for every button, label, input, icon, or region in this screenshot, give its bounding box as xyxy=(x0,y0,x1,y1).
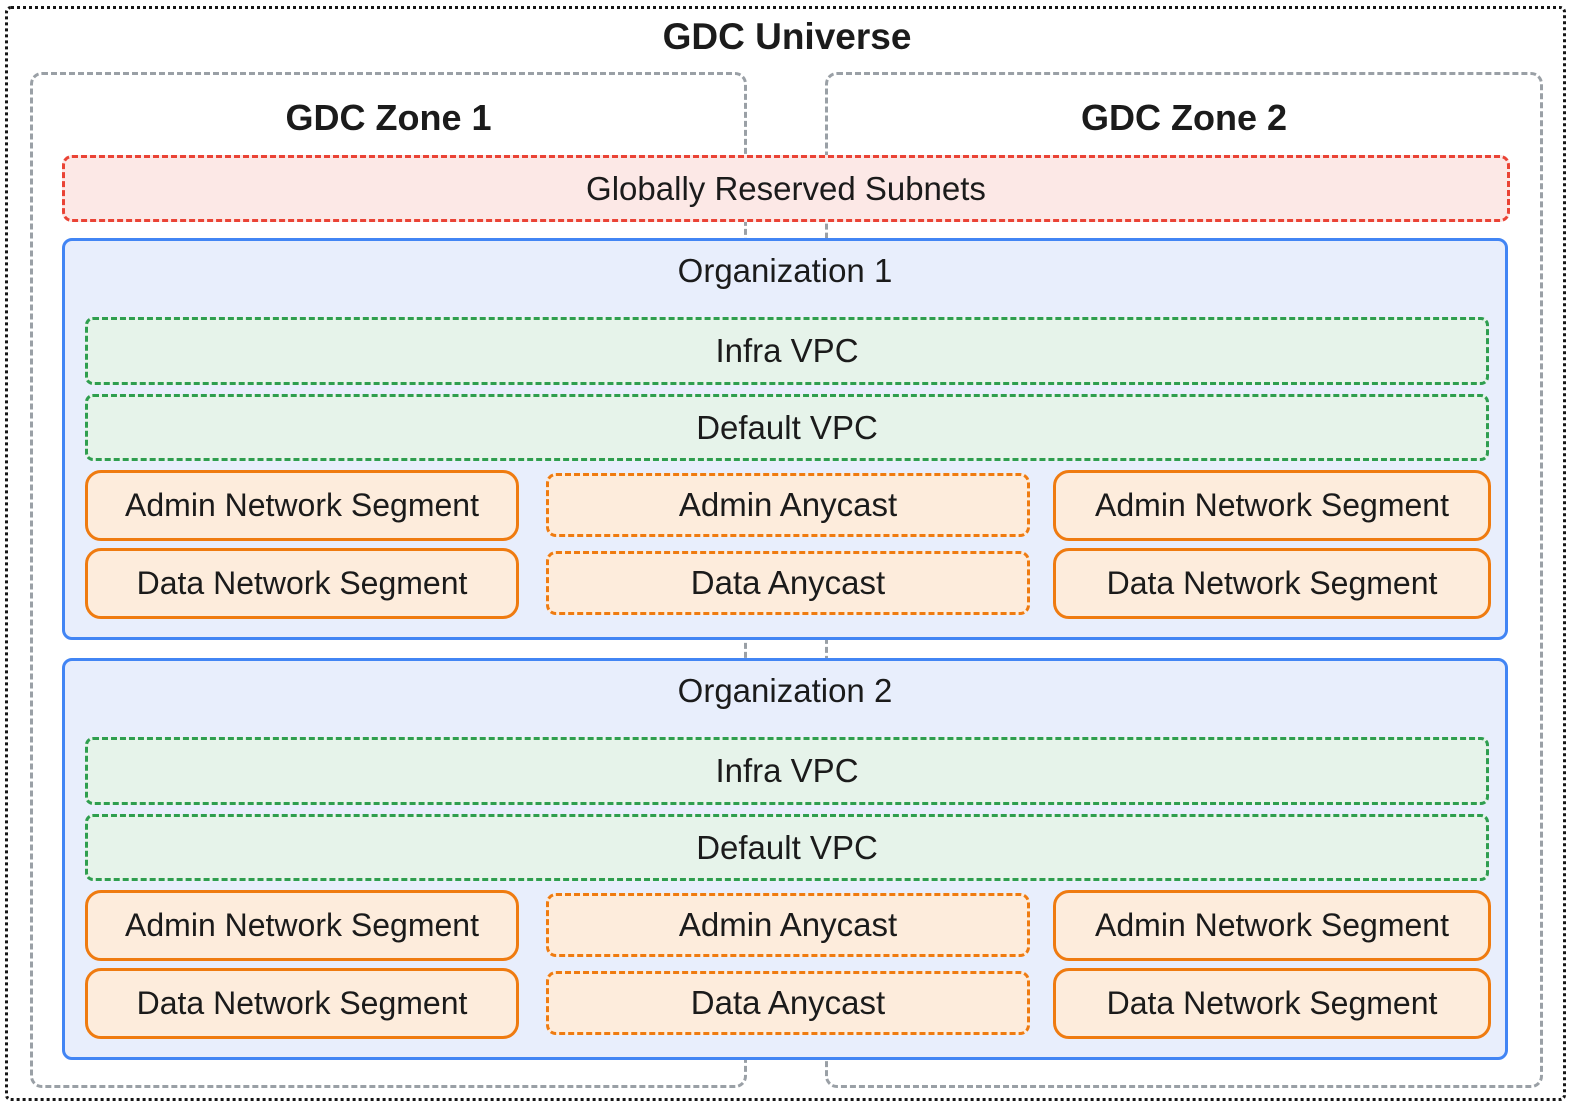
org-1-default-vpc-box: Default VPC xyxy=(85,394,1489,461)
org-2-zone1-admin-network-segment-label: Admin Network Segment xyxy=(125,907,479,943)
org-2-zone1-data-network-segment: Data Network Segment xyxy=(85,968,519,1039)
org-1-infra-vpc-box: Infra VPC xyxy=(85,317,1489,385)
org-1-zone1-data-network-segment: Data Network Segment xyxy=(85,548,519,619)
org-2-infra-vpc-label: Infra VPC xyxy=(715,752,859,789)
org-2-zone1-data-network-segment-label: Data Network Segment xyxy=(136,985,468,1021)
org-1-zone1-admin-network-segment-label: Admin Network Segment xyxy=(125,487,479,523)
org-1-admin-anycast-box: Admin Anycast xyxy=(546,473,1030,537)
org-1-data-anycast-label: Data Anycast xyxy=(690,564,886,601)
gdc-zone-1-title: GDC Zone 1 xyxy=(285,97,492,138)
org-2-admin-anycast-box: Admin Anycast xyxy=(546,893,1030,957)
org-2-data-anycast-box: Data Anycast xyxy=(546,971,1030,1035)
org-2-default-vpc-box: Default VPC xyxy=(85,814,1489,881)
org-2-zone2-data-network-segment: Data Network Segment xyxy=(1053,968,1491,1039)
org-2-zone2-data-network-segment-label: Data Network Segment xyxy=(1106,985,1438,1021)
organization-2-title: Organization 2 xyxy=(677,672,893,709)
org-2-admin-anycast-label: Admin Anycast xyxy=(678,906,898,943)
org-1-zone2-data-network-segment-label: Data Network Segment xyxy=(1106,565,1438,601)
org-1-zone2-admin-network-segment: Admin Network Segment xyxy=(1053,470,1491,541)
org-2-default-vpc-label: Default VPC xyxy=(696,828,878,866)
organization-1-title: Organization 1 xyxy=(677,252,893,289)
org-2-zone2-admin-network-segment-label: Admin Network Segment xyxy=(1095,907,1449,943)
organization-2-box: Organization 2 Infra VPC Default VPC Adm… xyxy=(62,658,1508,1060)
globally-reserved-subnets-box: Globally Reserved Subnets xyxy=(62,155,1510,222)
globally-reserved-subnets-label: Globally Reserved Subnets xyxy=(586,169,986,207)
org-2-zone1-admin-network-segment: Admin Network Segment xyxy=(85,890,519,961)
org-1-zone2-data-network-segment: Data Network Segment xyxy=(1053,548,1491,619)
org-2-infra-vpc-box: Infra VPC xyxy=(85,737,1489,805)
organization-1-box: Organization 1 Infra VPC Default VPC Adm… xyxy=(62,238,1508,640)
org-1-data-anycast-box: Data Anycast xyxy=(546,551,1030,615)
org-2-zone2-admin-network-segment: Admin Network Segment xyxy=(1053,890,1491,961)
gdc-universe-title: GDC Universe xyxy=(662,16,912,57)
org-1-default-vpc-label: Default VPC xyxy=(696,408,878,446)
org-2-data-anycast-label: Data Anycast xyxy=(690,984,886,1021)
org-1-zone2-admin-network-segment-label: Admin Network Segment xyxy=(1095,487,1449,523)
org-1-infra-vpc-label: Infra VPC xyxy=(715,332,859,369)
gdc-zone-2-title: GDC Zone 2 xyxy=(1080,97,1287,138)
org-1-zone1-data-network-segment-label: Data Network Segment xyxy=(136,565,468,601)
org-1-admin-anycast-label: Admin Anycast xyxy=(678,486,898,523)
org-1-zone1-admin-network-segment: Admin Network Segment xyxy=(85,470,519,541)
gdc-universe-box xyxy=(5,6,1566,1101)
